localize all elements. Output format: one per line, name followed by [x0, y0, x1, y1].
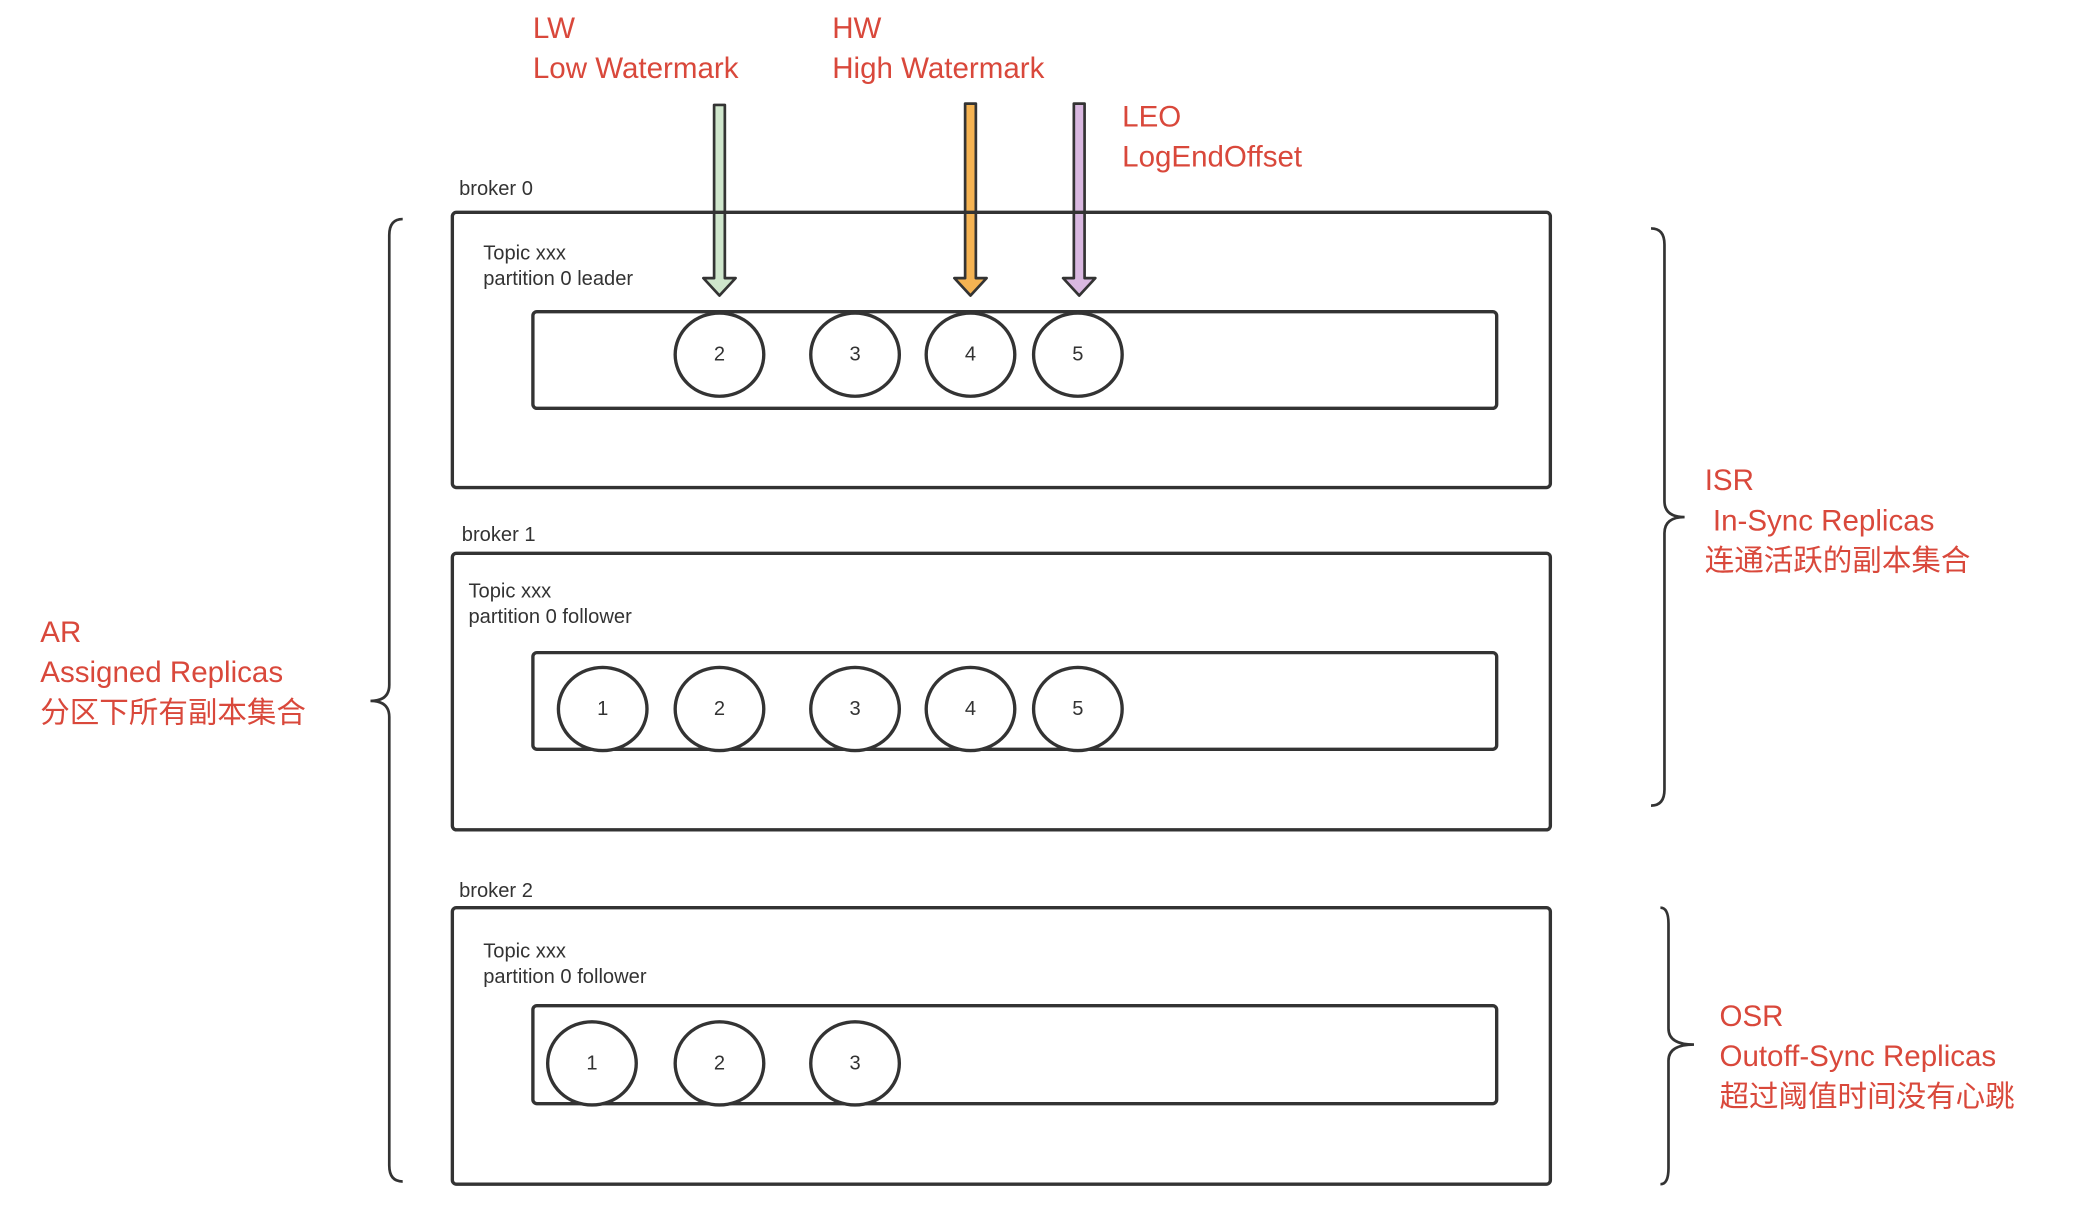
isr-desc: 连通活跃的副本集合 [1705, 545, 1971, 578]
osr-desc: 超过阈值时间没有心跳 [1719, 1080, 2014, 1113]
offset-number: 2 [714, 1052, 725, 1074]
offset-number: 1 [597, 698, 608, 720]
broker-label: broker 1 [462, 524, 536, 546]
broker-box [450, 210, 1553, 490]
partition-log [531, 650, 1499, 751]
offset-circle [556, 665, 649, 753]
broker-0: broker 0 Topic xxx partition 0 leader 2 3 4 5 [450, 178, 1553, 490]
offset-circle [673, 1020, 766, 1107]
ar-desc: 分区下所有副本集合 [40, 696, 306, 729]
offset-circle [673, 311, 766, 398]
offset-circle [809, 1020, 902, 1107]
osr-brace [1660, 906, 1694, 1186]
lw-full: Low Watermark [533, 52, 739, 85]
partition-label: partition 0 follower [483, 966, 647, 988]
lw-arrow [702, 103, 737, 297]
topic-label: Topic xxx [468, 581, 551, 603]
hw-arrow [953, 102, 988, 297]
offset-number: 5 [1072, 698, 1083, 720]
hw-abbr: HW [832, 12, 881, 45]
offset-number: 3 [849, 1052, 860, 1074]
offset-number: 3 [849, 698, 860, 720]
offset-circle [673, 665, 766, 753]
ar-abbr: AR [40, 616, 81, 649]
offset-number: 5 [1072, 344, 1083, 366]
osr-full: Outoff-Sync Replicas [1719, 1040, 1996, 1073]
topic-label: Topic xxx [483, 940, 566, 962]
partition-label: partition 0 follower [468, 606, 632, 628]
offset-circle [1031, 665, 1124, 753]
offset-number: 4 [965, 698, 976, 720]
offset-circle [924, 665, 1017, 753]
broker-2: broker 2 Topic xxx partition 0 follower 1 2 3 [450, 880, 1553, 1186]
isr-brace [1650, 227, 1685, 807]
broker-label: broker 0 [459, 178, 533, 200]
broker-1: broker 1 Topic xxx partition 0 follower 1 2 3… [450, 524, 1553, 832]
offset-number: 3 [849, 344, 860, 366]
offset-number: 2 [714, 344, 725, 366]
hw-full: High Watermark [832, 52, 1044, 85]
offset-number: 1 [586, 1052, 597, 1074]
broker-label: broker 2 [459, 880, 533, 902]
offset-circle [809, 311, 902, 398]
topic-label: Topic xxx [483, 242, 566, 264]
leo-full: LogEndOffset [1122, 141, 1302, 174]
isr-abbr: ISR [1705, 464, 1754, 497]
partition-log [531, 1003, 1499, 1106]
offset-circle [924, 311, 1017, 398]
partition-label: partition 0 leader [483, 268, 633, 290]
offset-number: 4 [965, 344, 976, 366]
isr-full: In-Sync Replicas [1705, 504, 1935, 537]
ar-full: Assigned Replicas [40, 656, 283, 689]
osr-abbr: OSR [1719, 1000, 1783, 1033]
leo-arrow [1061, 102, 1097, 297]
offset-circle [809, 665, 902, 753]
ar-brace [370, 217, 403, 1183]
leo-abbr: LEO [1122, 100, 1181, 133]
broker-box [450, 905, 1553, 1186]
offset-number: 2 [714, 698, 725, 720]
broker-box [450, 551, 1553, 832]
offset-circle [545, 1020, 638, 1107]
offset-circle [1031, 311, 1124, 398]
lw-abbr: LW [533, 12, 575, 45]
partition-log [531, 310, 1499, 411]
